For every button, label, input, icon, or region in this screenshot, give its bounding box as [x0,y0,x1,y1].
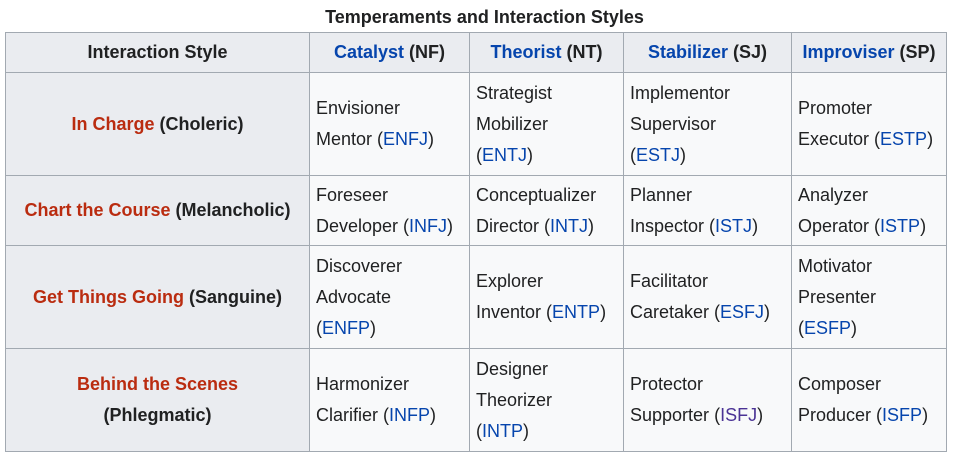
temperaments-table: Interaction Style Catalyst (NF) Theorist… [5,32,947,452]
role-name: Discoverer [316,255,403,276]
role-name: Harmonizer [316,374,410,394]
role-name: Director [476,215,540,236]
role-name: Facilitator [630,271,709,291]
type-link-infp[interactable]: INFP [389,405,431,425]
role-name: Clarifier [316,405,379,425]
role-name: Motivator [798,255,873,276]
stabilizer-code: (SJ) [733,42,768,62]
row-header-in-charge: In Charge (Choleric) [5,72,310,176]
role-name: Promoter [798,98,873,118]
table-caption: Temperaments and Interaction Styles [325,7,644,27]
get-things-going-link[interactable]: Get Things Going [32,286,184,307]
role-name: Implementor [630,82,731,103]
role-name: Explorer [476,271,544,291]
role-name: Caretaker [630,302,710,322]
type-link-entp[interactable]: ENTP [552,302,601,322]
type-link-entj[interactable]: ENTJ [482,144,527,165]
role-name: Designer [476,358,549,379]
role-name: Protector [630,374,704,394]
role-name: Advocate [316,286,392,307]
row-header-behind-the-scenes: Behind the Scenes (Phlegmatic) [5,348,310,452]
row-header-chart-the-course: Chart the Course (Melancholic) [5,175,310,246]
behind-the-scenes-link[interactable]: Behind the Scenes [76,374,239,394]
type-link-intp[interactable]: INTP [482,420,524,441]
in-charge-link[interactable]: In Charge [71,113,155,134]
role-name: Envisioner [316,98,401,118]
theorist-code: (NT) [566,42,603,62]
improviser-link[interactable]: Improviser [802,42,895,62]
temperament-label: (Sanguine) [189,286,282,307]
role-name: Foreseer [316,184,389,205]
header-row: Interaction Style Catalyst (NF) Theorist… [5,32,947,73]
improviser-code: (SP) [899,42,936,62]
role-name: Strategist [476,82,553,103]
type-link-esfp[interactable]: ESFP [804,317,852,338]
table-row: Behind the Scenes (Phlegmatic) Harmonizer… [5,348,947,452]
role-name: Theorizer [476,389,553,410]
header-stabilizer: Stabilizer (SJ) [623,32,792,73]
type-link-estj[interactable]: ESTJ [636,144,681,165]
role-name: Supporter [630,405,710,425]
catalyst-link[interactable]: Catalyst [333,42,405,62]
role-name: Planner [630,184,693,205]
catalyst-code: (NF) [409,42,446,62]
role-name: Mobilizer [476,113,549,134]
type-link-isfj[interactable]: ISFJ [720,405,758,425]
header-catalyst: Catalyst (NF) [309,32,470,73]
type-link-isfp[interactable]: ISFP [882,405,923,425]
role-name: Executor [798,129,870,149]
type-link-estp[interactable]: ESTP [880,129,928,149]
temperament-label: (Phlegmatic) [103,405,212,425]
chart-the-course-link[interactable]: Chart the Course [24,200,171,220]
temperament-label: (Melancholic) [175,200,291,220]
temperament-label: (Choleric) [159,113,244,134]
stabilizer-link[interactable]: Stabilizer [647,42,728,62]
type-link-esfj[interactable]: ESFJ [720,302,765,322]
role-name: Composer [798,374,882,394]
type-link-istj[interactable]: ISTJ [715,215,753,236]
theorist-link[interactable]: Theorist [490,42,562,62]
type-link-istp[interactable]: ISTP [880,215,921,236]
role-name: Developer [316,215,399,236]
type-link-enfj[interactable]: ENFJ [383,129,429,149]
type-link-infj[interactable]: INFJ [409,215,448,236]
role-name: Presenter [798,286,877,307]
role-name: Supervisor [630,113,717,134]
role-name: Producer [798,405,872,425]
header-theorist: Theorist (NT) [469,32,624,73]
role-name: Inspector [630,215,705,236]
type-link-enfp[interactable]: ENFP [322,317,371,338]
header-interaction-style: Interaction Style [5,32,310,73]
header-improviser: Improviser (SP) [791,32,947,73]
type-link-intj[interactable]: INTJ [550,215,589,236]
role-name: Analyzer [798,184,869,205]
row-header-get-things-going: Get Things Going (Sanguine) [5,245,310,349]
role-name: Inventor [476,302,542,322]
role-name: Operator [798,215,870,236]
role-name: Conceptualizer [476,184,597,205]
role-name: Mentor [316,129,373,149]
